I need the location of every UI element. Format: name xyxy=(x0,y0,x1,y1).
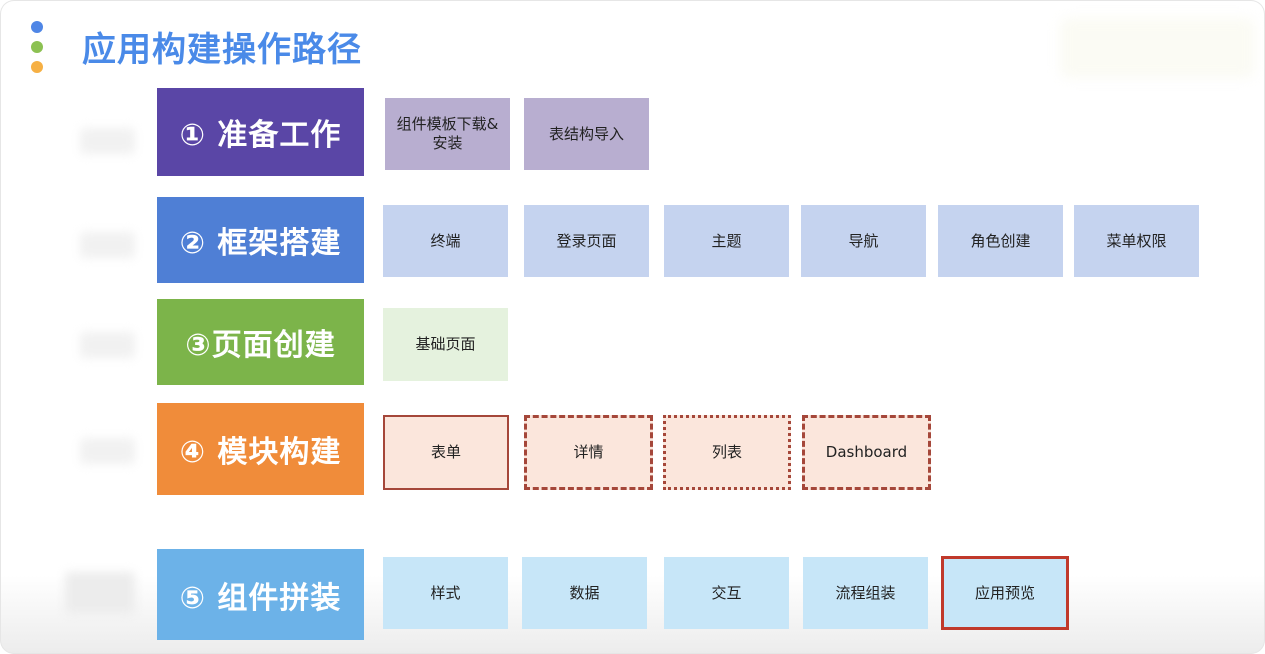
step-box: 导航 xyxy=(801,205,926,277)
step-box: 流程组装 xyxy=(803,557,928,629)
step-box: 组件模板下载&安装 xyxy=(385,98,510,170)
step-box: 菜单权限 xyxy=(1074,205,1199,277)
blurred-label xyxy=(80,128,135,154)
blurred-label xyxy=(80,438,135,464)
stage-page-creation: ③页面创建 xyxy=(157,299,364,385)
bullet-dot-green xyxy=(31,41,43,53)
step-box-dashdot: 详情 xyxy=(524,415,653,490)
step-box: 主题 xyxy=(664,205,789,277)
step-box-dashed: Dashboard xyxy=(802,415,931,490)
stage-preparation: ① 准备工作 xyxy=(157,88,364,176)
stage-component-assembly: ⑤ 组件拼装 xyxy=(157,549,364,640)
blurred-label xyxy=(80,232,135,258)
step-box: 表结构导入 xyxy=(524,98,649,170)
blurred-label xyxy=(80,332,135,358)
step-box-highlighted: 应用预览 xyxy=(941,556,1069,630)
stage-framework: ② 框架搭建 xyxy=(157,197,364,283)
slide-title: 应用构建操作路径 xyxy=(82,30,362,70)
bullet-dot-blue xyxy=(31,21,43,33)
blurred-label xyxy=(65,572,135,614)
bullet-dot-orange xyxy=(31,61,43,73)
step-box: 终端 xyxy=(383,205,508,277)
stage-module-build: ④ 模块构建 xyxy=(157,403,364,495)
step-box: 基础页面 xyxy=(383,308,508,381)
blurred-logo-area xyxy=(1060,18,1255,78)
step-box: 数据 xyxy=(522,557,647,629)
step-box: 登录页面 xyxy=(524,205,649,277)
step-box: 样式 xyxy=(383,557,508,629)
step-box: 角色创建 xyxy=(938,205,1063,277)
step-box: 交互 xyxy=(664,557,789,629)
step-box-dotted: 列表 xyxy=(663,415,791,490)
step-box-solid: 表单 xyxy=(383,415,509,490)
